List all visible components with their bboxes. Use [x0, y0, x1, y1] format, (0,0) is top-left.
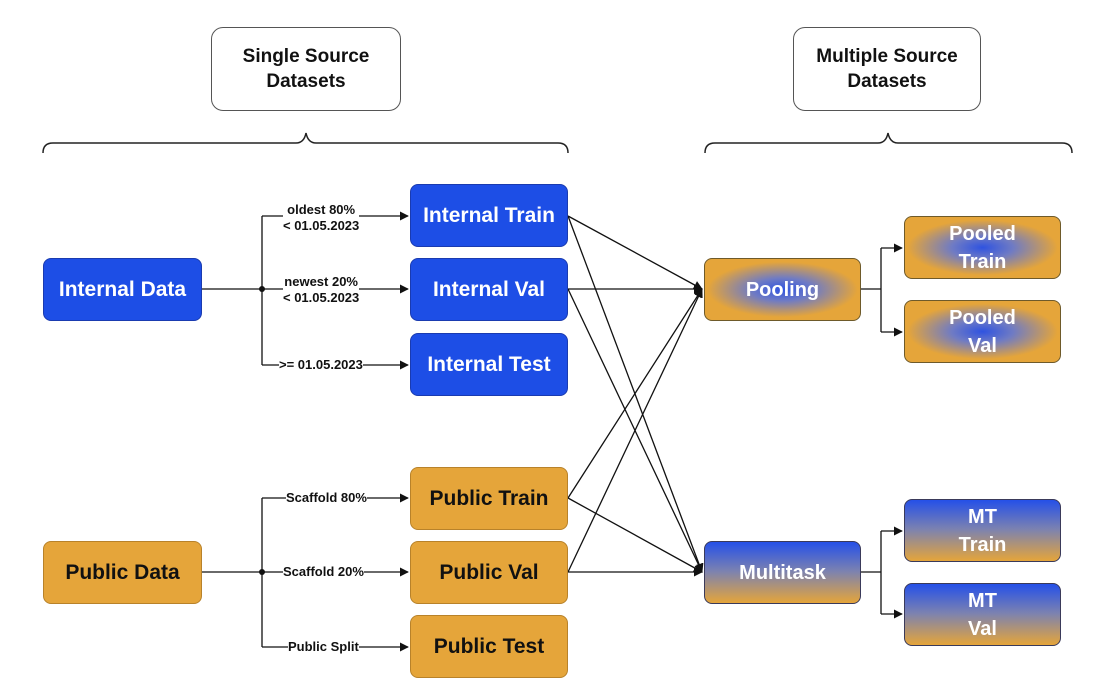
internal-train-node: Internal Train: [410, 184, 568, 247]
pooling-output-lines: [861, 243, 903, 337]
merge-lines: [567, 215, 704, 577]
internal-data-node: Internal Data: [43, 258, 202, 321]
single-source-header: Single Source Datasets: [211, 27, 401, 111]
public-train-node: Public Train: [410, 467, 568, 530]
public-test-node: Public Test: [410, 615, 568, 678]
internal-val-node: Internal Val: [410, 258, 568, 321]
multitask-node: Multitask: [704, 541, 861, 604]
pooling-node: Pooling: [704, 258, 861, 321]
mt-val-node: MT Val: [904, 583, 1061, 646]
internal-test-split-label: >= 01.05.2023: [279, 357, 363, 373]
internal-split-junction: [259, 286, 265, 292]
internal-test-node: Internal Test: [410, 333, 568, 396]
multitask-output-lines: [861, 526, 903, 619]
public-val-node: Public Val: [410, 541, 568, 604]
public-data-node: Public Data: [43, 541, 202, 604]
pooled-train-node: Pooled Train: [904, 216, 1061, 279]
internal-train-split-label: oldest 80% < 01.05.2023: [283, 202, 360, 234]
multiple-source-header: Multiple Source Datasets: [793, 27, 981, 111]
public-test-split-label: Public Split: [288, 639, 359, 655]
public-train-split-label: Scaffold 80%: [286, 490, 367, 506]
pooled-val-node: Pooled Val: [904, 300, 1061, 363]
internal-val-split-label: newest 20% < 01.05.2023: [283, 274, 360, 306]
mt-train-node: MT Train: [904, 499, 1061, 562]
single-source-brace: [42, 132, 569, 154]
public-split-junction: [259, 569, 265, 575]
multiple-source-brace: [704, 132, 1073, 154]
public-val-split-label: Scaffold 20%: [283, 564, 364, 580]
